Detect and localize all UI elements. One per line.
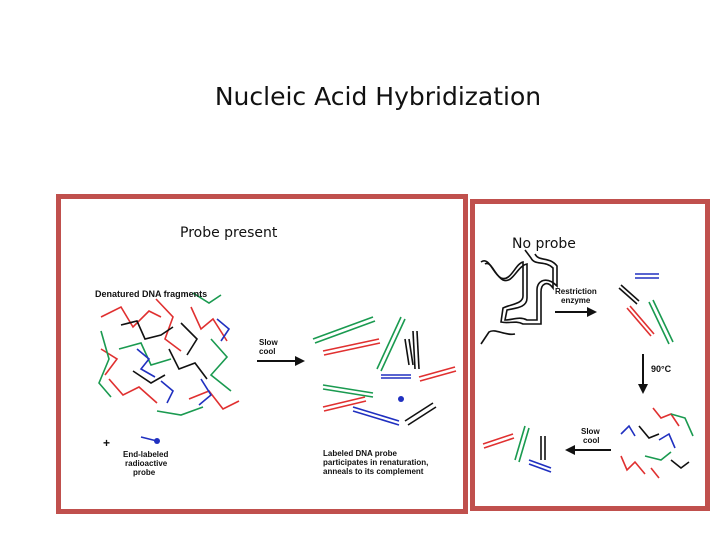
probe-present-diagram: Denatured DNA fragments Slow cool + bbox=[95, 289, 457, 477]
green-duplex bbox=[514, 425, 530, 463]
red-duplex bbox=[626, 305, 655, 337]
black-duplex bbox=[618, 284, 640, 305]
red-fragment bbox=[108, 378, 158, 404]
probe-label-line1: End-labeled bbox=[123, 450, 168, 459]
cut-duplexes bbox=[618, 273, 674, 345]
green-duplex bbox=[376, 316, 406, 372]
black-fragment bbox=[180, 322, 199, 356]
probe-label-line3: probe bbox=[133, 468, 156, 477]
green-fragment bbox=[209, 338, 232, 392]
red-duplex bbox=[418, 366, 457, 382]
green-duplex bbox=[322, 384, 374, 398]
probe-label-line2: radioactive bbox=[125, 459, 168, 468]
no-probe-label: No probe bbox=[512, 236, 576, 252]
black-fragment bbox=[638, 425, 660, 439]
green-fragment bbox=[192, 292, 222, 304]
denatured-label: Denatured DNA fragments bbox=[95, 289, 207, 299]
restriction-arrow bbox=[555, 307, 597, 317]
no-probe-panel: Restriction enzyme 90°C bbox=[470, 199, 710, 511]
black-duplex bbox=[404, 402, 437, 426]
red-fragment bbox=[155, 298, 182, 352]
blue-fragment bbox=[136, 348, 156, 378]
red-fragment bbox=[188, 390, 240, 411]
blue-fragment bbox=[216, 318, 231, 342]
red-fragment bbox=[620, 455, 646, 475]
green-fragment bbox=[156, 406, 204, 416]
blue-fragment bbox=[160, 380, 174, 404]
red-fragment bbox=[190, 306, 228, 342]
green-duplex bbox=[312, 316, 376, 344]
cool-label: cool bbox=[259, 347, 275, 356]
probe-present-label: Probe present bbox=[180, 225, 278, 241]
denatured-fragments bbox=[98, 292, 240, 416]
black-duplex bbox=[412, 330, 420, 370]
blue-fragment bbox=[658, 432, 676, 449]
renatured-duplexes bbox=[312, 316, 457, 426]
red-fragment bbox=[100, 305, 162, 329]
no-probe-diagram: Restriction enzyme 90°C bbox=[480, 249, 694, 479]
result-label-line2: participates in renaturation, bbox=[323, 458, 428, 467]
blue-duplex bbox=[381, 374, 411, 379]
plus-sign: + bbox=[103, 436, 110, 450]
black-fragment bbox=[132, 370, 166, 384]
green-fragment bbox=[118, 342, 172, 366]
red-duplex bbox=[322, 338, 381, 356]
red-duplex bbox=[322, 396, 367, 412]
green-fragment bbox=[98, 330, 112, 398]
green-fragment bbox=[670, 413, 694, 437]
native-dna bbox=[480, 249, 558, 345]
black-fragment bbox=[670, 459, 690, 470]
blue-probe-duplex bbox=[352, 396, 404, 426]
red-fragment bbox=[650, 467, 660, 479]
green-fragment bbox=[644, 451, 672, 461]
restriction-label: Restriction bbox=[555, 287, 597, 296]
probe-present-panel: Denatured DNA fragments Slow cool + bbox=[56, 194, 468, 514]
slow-cool-arrow bbox=[565, 445, 611, 455]
black-fragment bbox=[120, 320, 174, 340]
blue-duplex bbox=[635, 273, 659, 279]
green-duplex bbox=[648, 299, 674, 345]
blue-fragment bbox=[620, 424, 636, 437]
black-duplex bbox=[540, 436, 546, 460]
enzyme-label: enzyme bbox=[561, 296, 591, 305]
radioactive-probe bbox=[140, 436, 160, 444]
slide-title: Nucleic Acid Hybridization bbox=[214, 82, 542, 111]
result-label-line3: anneals to its complement bbox=[323, 467, 424, 476]
slow-cool-arrow bbox=[257, 356, 305, 366]
cool-label: cool bbox=[583, 436, 599, 445]
blue-fragment bbox=[198, 378, 213, 406]
renatured-duplexes bbox=[482, 425, 552, 473]
result-label-line1: Labeled DNA probe bbox=[323, 449, 397, 458]
red-duplex bbox=[482, 433, 515, 449]
heat-arrow bbox=[638, 354, 648, 394]
slow-label: Slow bbox=[259, 338, 278, 347]
black-fragment bbox=[168, 348, 208, 380]
red-fragment bbox=[652, 407, 680, 427]
denatured-strands bbox=[620, 407, 694, 479]
temperature-label: 90°C bbox=[651, 364, 672, 374]
blue-duplex bbox=[528, 459, 552, 473]
slow-label: Slow bbox=[581, 427, 600, 436]
black-duplex bbox=[404, 338, 414, 366]
